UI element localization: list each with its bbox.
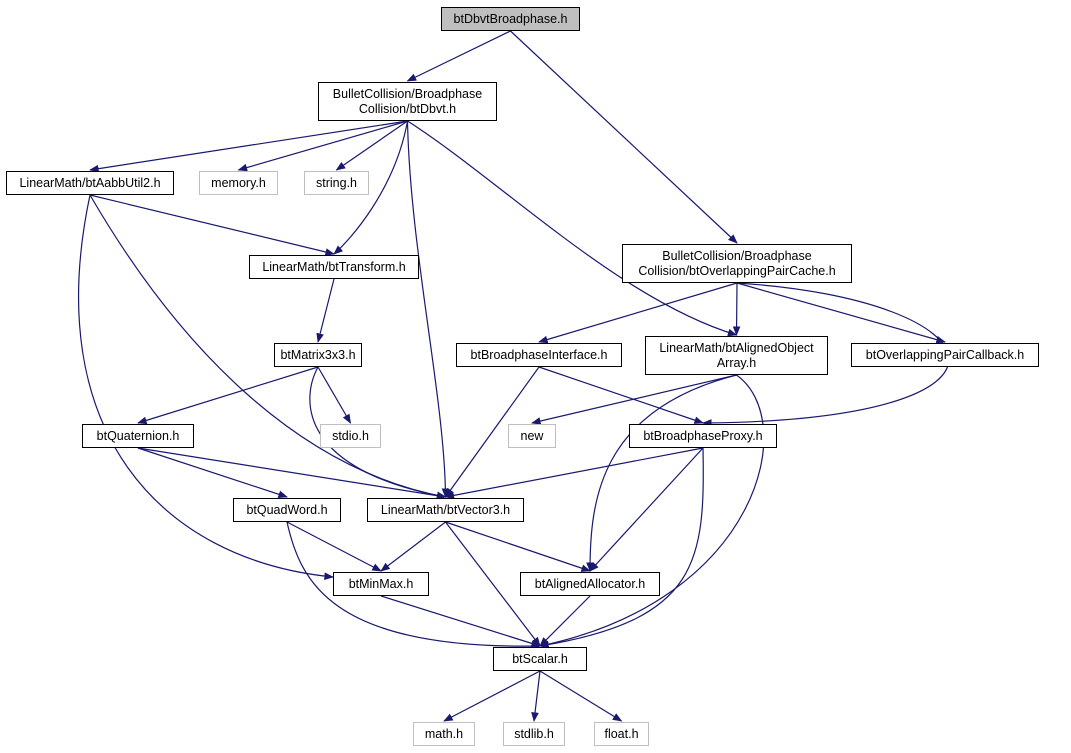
edge-scalar-to-stdlib <box>531 670 541 722</box>
node-label: LinearMath/btTransform.h <box>262 259 406 274</box>
edge-aabb-to-minmax <box>77 194 334 580</box>
edge-allocator-to-scalar <box>539 595 591 647</box>
node-label: btQuadWord.h <box>246 502 328 517</box>
node-stdlib: stdlib.h <box>503 722 565 746</box>
edge-quadword-to-scalar <box>286 521 541 651</box>
node-string: string.h <box>304 171 369 195</box>
node-label: btQuaternion.h <box>96 428 180 443</box>
node-label: LinearMath/btAlignedObject <box>659 340 814 355</box>
edge-alignedarray-to-scalar <box>539 374 765 648</box>
edge-dbvt-to-aabb <box>89 120 408 173</box>
node-float: float.h <box>594 722 649 746</box>
node-stdio: stdio.h <box>320 424 381 448</box>
edge-minmax-to-scalar <box>380 595 541 648</box>
edge-dbvt-to-vector3 <box>406 120 450 498</box>
node-label: stdlib.h <box>514 726 554 741</box>
edge-alignedarray-to-new <box>531 374 737 425</box>
edges-layer <box>77 30 950 722</box>
node-label: btScalar.h <box>512 651 568 666</box>
edge-bpinterface-to-vector3 <box>444 366 540 498</box>
node-bpinterface[interactable]: btBroadphaseInterface.h <box>456 343 622 367</box>
node-label: BulletCollision/Broadphase <box>332 86 483 101</box>
node-label: btBroadphaseInterface.h <box>470 347 608 362</box>
node-root: btDbvtBroadphase.h <box>441 7 580 31</box>
node-label: math.h <box>424 726 464 741</box>
node-label: btMinMax.h <box>348 576 414 591</box>
node-label: Array.h <box>716 355 757 370</box>
node-label: stdio.h <box>332 428 369 443</box>
edge-root-to-paircache <box>510 30 738 244</box>
node-math: math.h <box>413 722 475 746</box>
edge-vector3-to-allocator <box>445 521 591 572</box>
edge-paircache-to-bpinterface <box>538 282 738 344</box>
edge-dbvt-to-transform <box>333 120 409 255</box>
node-paircallback[interactable]: btOverlappingPairCallback.h <box>851 343 1039 367</box>
edge-quadword-to-minmax <box>286 521 382 572</box>
edge-bpproxy-to-vector3 <box>444 447 704 500</box>
edge-aabb-to-transform <box>89 194 335 256</box>
edge-root-to-dbvt <box>406 30 511 82</box>
node-bpproxy[interactable]: btBroadphaseProxy.h <box>629 424 777 448</box>
node-label: LinearMath/btAabbUtil2.h <box>19 175 161 190</box>
edge-vector3-to-scalar <box>445 521 541 647</box>
edge-matrix-to-quaternion <box>137 366 319 425</box>
edge-dbvt-to-alignedarray <box>407 120 738 337</box>
node-label: new <box>520 428 544 443</box>
node-label: BulletCollision/Broadphase <box>662 248 812 263</box>
node-minmax[interactable]: btMinMax.h <box>333 572 429 596</box>
node-aabb[interactable]: LinearMath/btAabbUtil2.h <box>6 171 174 195</box>
edge-scalar-to-math <box>443 670 541 722</box>
edge-bpproxy-to-scalar <box>539 447 704 649</box>
node-memory: memory.h <box>199 171 278 195</box>
node-label: float.h <box>604 726 639 741</box>
node-label: btDbvtBroadphase.h <box>453 11 568 26</box>
edge-alignedarray-to-allocator <box>586 374 737 572</box>
edge-scalar-to-float <box>539 670 623 722</box>
edge-dbvt-to-memory <box>237 120 408 172</box>
edge-quaternion-to-vector3 <box>137 447 447 500</box>
node-scalar[interactable]: btScalar.h <box>493 647 587 671</box>
edge-dbvt-to-string <box>335 120 408 171</box>
node-label: btOverlappingPairCallback.h <box>865 347 1025 362</box>
node-matrix[interactable]: btMatrix3x3.h <box>274 343 362 367</box>
edge-matrix-to-stdio <box>317 366 352 424</box>
edge-vector3-to-minmax <box>380 521 446 572</box>
node-label: Collision/btOverlappingPairCache.h <box>638 263 836 278</box>
node-new: new <box>508 424 556 448</box>
edge-bpproxy-to-allocator <box>589 447 704 572</box>
node-quaternion[interactable]: btQuaternion.h <box>82 424 194 448</box>
node-label: btBroadphaseProxy.h <box>643 428 763 443</box>
node-label: Collision/btDbvt.h <box>358 101 457 116</box>
node-allocator[interactable]: btAlignedAllocator.h <box>520 572 660 596</box>
edge-paircache-to-alignedarray <box>732 282 741 336</box>
edge-transform-to-matrix <box>316 278 335 343</box>
node-label: btAlignedAllocator.h <box>534 576 646 591</box>
node-label: LinearMath/btVector3.h <box>380 502 511 517</box>
edge-quaternion-to-quadword <box>137 447 288 498</box>
edge-paircache-to-paircallback <box>736 282 946 344</box>
node-quadword[interactable]: btQuadWord.h <box>233 498 341 522</box>
node-label: memory.h <box>211 175 266 190</box>
node-vector3[interactable]: LinearMath/btVector3.h <box>367 498 524 522</box>
node-label: btMatrix3x3.h <box>280 347 356 362</box>
node-label: string.h <box>316 175 357 190</box>
edge-bpinterface-to-bpproxy <box>538 366 704 424</box>
node-transform[interactable]: LinearMath/btTransform.h <box>249 255 419 279</box>
edge-aabb-to-vector3 <box>89 194 447 500</box>
